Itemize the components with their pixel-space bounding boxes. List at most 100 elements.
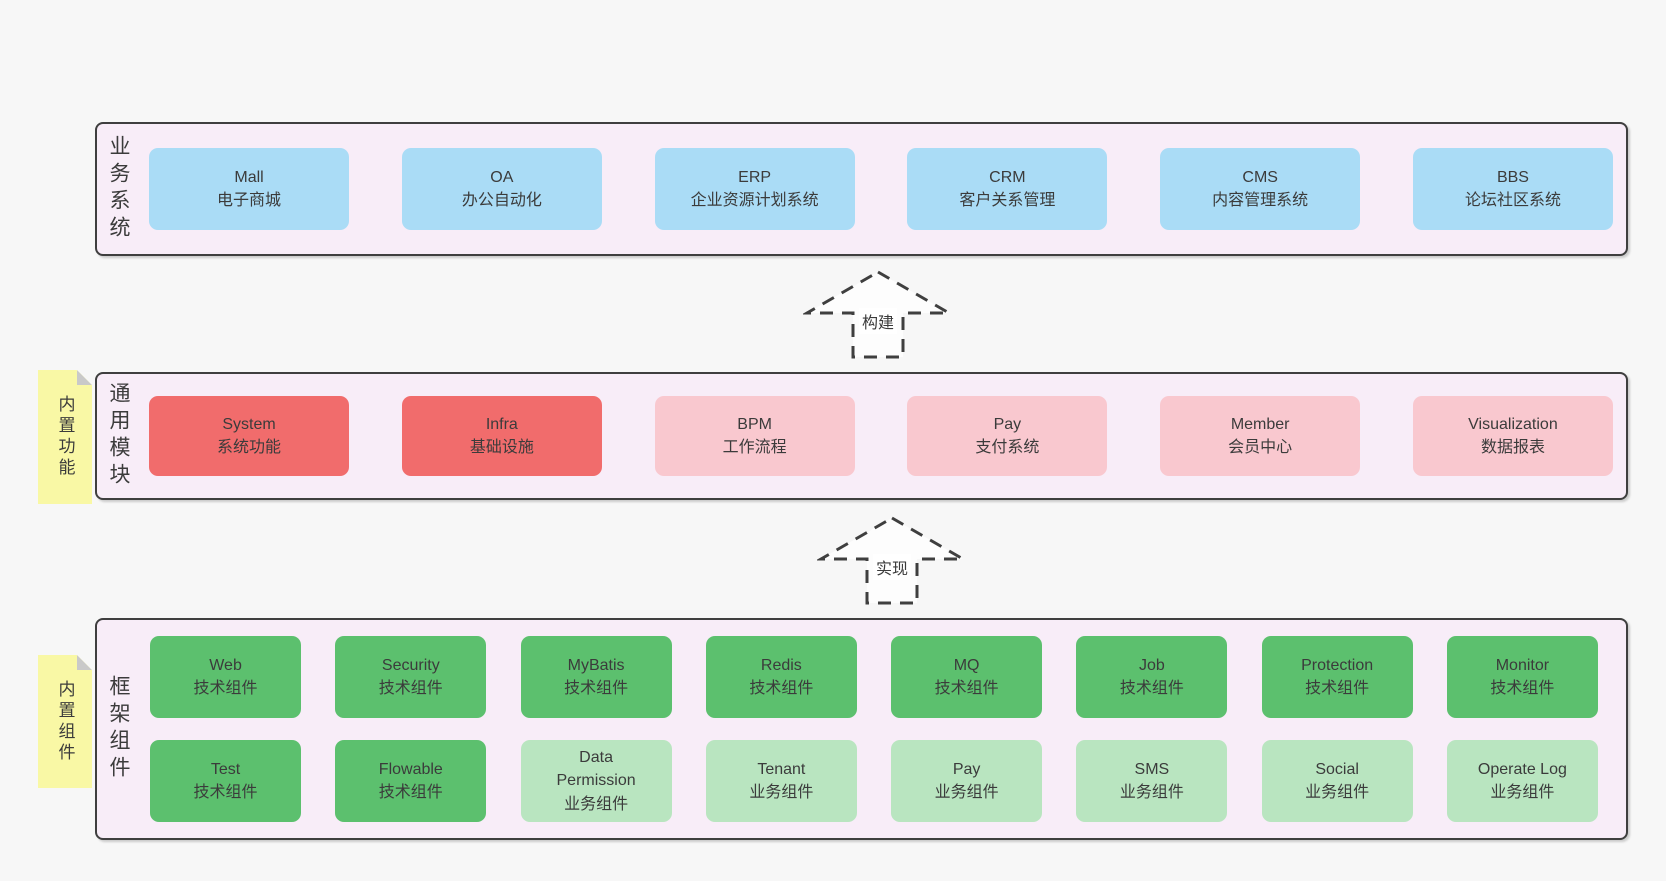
framework-components-row-1: Web 技术组件 Security 技术组件 MyBatis 技术组件 Redi…	[150, 636, 1598, 718]
node-social: Social 业务组件	[1261, 740, 1413, 822]
node-title: System	[222, 415, 276, 433]
node-subtitle: 业务组件	[749, 784, 814, 801]
node-subtitle: 电子商城	[217, 192, 282, 209]
node-subtitle: 内容管理系统	[1212, 192, 1309, 209]
node-operate-log: Operate Log 业务组件	[1446, 740, 1598, 822]
node-title: ERP	[738, 168, 772, 186]
build-arrow: 构建	[803, 268, 953, 360]
node-title: Member	[1230, 415, 1290, 433]
node-title: Protection	[1301, 656, 1374, 674]
node-pay: Pay 支付系统	[907, 396, 1108, 476]
node-title: BBS	[1496, 168, 1529, 186]
build-arrow-label: 构建	[858, 308, 898, 334]
node-monitor: Monitor 技术组件	[1446, 636, 1598, 718]
node-title: Social	[1315, 760, 1359, 778]
node-title: MyBatis	[567, 656, 625, 674]
node-subtitle: 技术组件	[1305, 680, 1370, 697]
node-subtitle: 办公自动化	[461, 192, 542, 209]
node-subtitle: 业务组件	[934, 784, 999, 801]
node-subtitle: 业务组件	[1119, 784, 1184, 801]
node-subtitle: 技术组件	[749, 680, 814, 697]
node-sms: SMS 业务组件	[1076, 740, 1228, 822]
node-oa: OA 办公自动化	[401, 148, 602, 230]
framework-components-row-2: Test 技术组件 Flowable 技术组件 Data Permission …	[150, 740, 1598, 822]
node-subtitle: 业务组件	[1305, 784, 1370, 801]
framework-components-rows: Web 技术组件 Security 技术组件 MyBatis 技术组件 Redi…	[150, 636, 1598, 822]
node-title: Infra	[485, 415, 518, 433]
node-title: MQ	[953, 656, 980, 674]
implement-arrow: 实现	[817, 514, 967, 606]
node-subtitle: 会员中心	[1228, 439, 1293, 456]
node-title: Data Permission	[556, 749, 636, 790]
node-pay-biz: Pay 业务组件	[891, 740, 1043, 822]
node-subtitle: 业务组件	[1490, 784, 1555, 801]
node-subtitle: 系统功能	[217, 439, 282, 456]
common-modules-band: 通用模块 System 系统功能 Infra 基础设施 BPM 工作流程 Pay…	[95, 372, 1628, 500]
node-title: Visualization	[1468, 415, 1558, 433]
node-erp: ERP 企业资源计划系统	[654, 148, 855, 230]
node-mall: Mall 电子商城	[149, 148, 350, 230]
node-job: Job 技术组件	[1076, 636, 1228, 718]
node-cms: CMS 内容管理系统	[1160, 148, 1361, 230]
node-bbs: BBS 论坛社区系统	[1412, 148, 1613, 230]
builtin-features-note: 内置功能	[38, 370, 92, 504]
node-redis: Redis 技术组件	[705, 636, 857, 718]
framework-components-band: 框架组件 Web 技术组件 Security 技术组件 MyBatis 技术组件…	[95, 618, 1628, 840]
implement-arrow-label: 实现	[872, 554, 912, 580]
node-subtitle: 技术组件	[1119, 680, 1184, 697]
node-title: Flowable	[378, 760, 443, 778]
node-subtitle: 技术组件	[378, 784, 443, 801]
node-subtitle: 工作流程	[722, 439, 787, 456]
node-subtitle: 技术组件	[193, 680, 258, 697]
node-title: Pay	[993, 415, 1022, 433]
node-system: System 系统功能	[149, 396, 350, 476]
node-title: Security	[381, 656, 440, 674]
node-subtitle: 企业资源计划系统	[690, 192, 819, 209]
node-title: Monitor	[1495, 656, 1550, 674]
band-label-business-systems: 业务系统	[107, 135, 131, 243]
node-security: Security 技术组件	[335, 636, 487, 718]
common-modules-row: System 系统功能 Infra 基础设施 BPM 工作流程 Pay 支付系统…	[149, 396, 1613, 476]
node-title: Mall	[234, 168, 264, 186]
node-subtitle: 技术组件	[378, 680, 443, 697]
node-flowable: Flowable 技术组件	[335, 740, 487, 822]
builtin-components-note: 内置组件	[38, 655, 92, 788]
business-systems-row: Mall 电子商城 OA 办公自动化 ERP 企业资源计划系统 CRM 客户关系…	[149, 148, 1613, 230]
node-web: Web 技术组件	[150, 636, 302, 718]
node-title: SMS	[1134, 760, 1170, 778]
node-member: Member 会员中心	[1160, 396, 1361, 476]
node-title: Operate Log	[1477, 760, 1567, 778]
node-tenant: Tenant 业务组件	[705, 740, 857, 822]
node-test: Test 技术组件	[150, 740, 302, 822]
node-mybatis: MyBatis 技术组件	[520, 636, 672, 718]
node-mq: MQ 技术组件	[891, 636, 1043, 718]
node-subtitle: 技术组件	[1490, 680, 1555, 697]
node-title: Pay	[952, 760, 981, 778]
node-subtitle: 业务组件	[564, 795, 629, 813]
node-title: Web	[209, 656, 242, 674]
node-subtitle: 论坛社区系统	[1464, 192, 1561, 209]
node-title: BPM	[737, 415, 772, 433]
node-protection: Protection 技术组件	[1261, 636, 1413, 718]
node-title: CRM	[989, 168, 1026, 186]
node-title: OA	[490, 168, 514, 186]
builtin-components-note-text: 内置组件	[55, 679, 75, 764]
builtin-features-note-text: 内置功能	[55, 395, 75, 479]
node-subtitle: 客户关系管理	[959, 192, 1056, 209]
node-subtitle: 技术组件	[934, 680, 999, 697]
node-title: Job	[1138, 656, 1165, 674]
node-title: Tenant	[757, 760, 806, 778]
node-title: Redis	[760, 656, 802, 674]
node-crm: CRM 客户关系管理	[907, 148, 1108, 230]
node-data-permission: Data Permission 业务组件	[520, 740, 672, 822]
node-bpm: BPM 工作流程	[654, 396, 855, 476]
node-subtitle: 数据报表	[1480, 439, 1545, 456]
node-subtitle: 技术组件	[564, 680, 629, 697]
business-systems-band: 业务系统 Mall 电子商城 OA 办公自动化 ERP 企业资源计划系统 CRM…	[95, 122, 1628, 256]
node-infra: Infra 基础设施	[401, 396, 602, 476]
node-title: CMS	[1242, 168, 1278, 186]
band-label-common-modules: 通用模块	[107, 382, 131, 490]
node-subtitle: 基础设施	[469, 439, 534, 456]
band-label-framework-components: 框架组件	[107, 675, 131, 783]
